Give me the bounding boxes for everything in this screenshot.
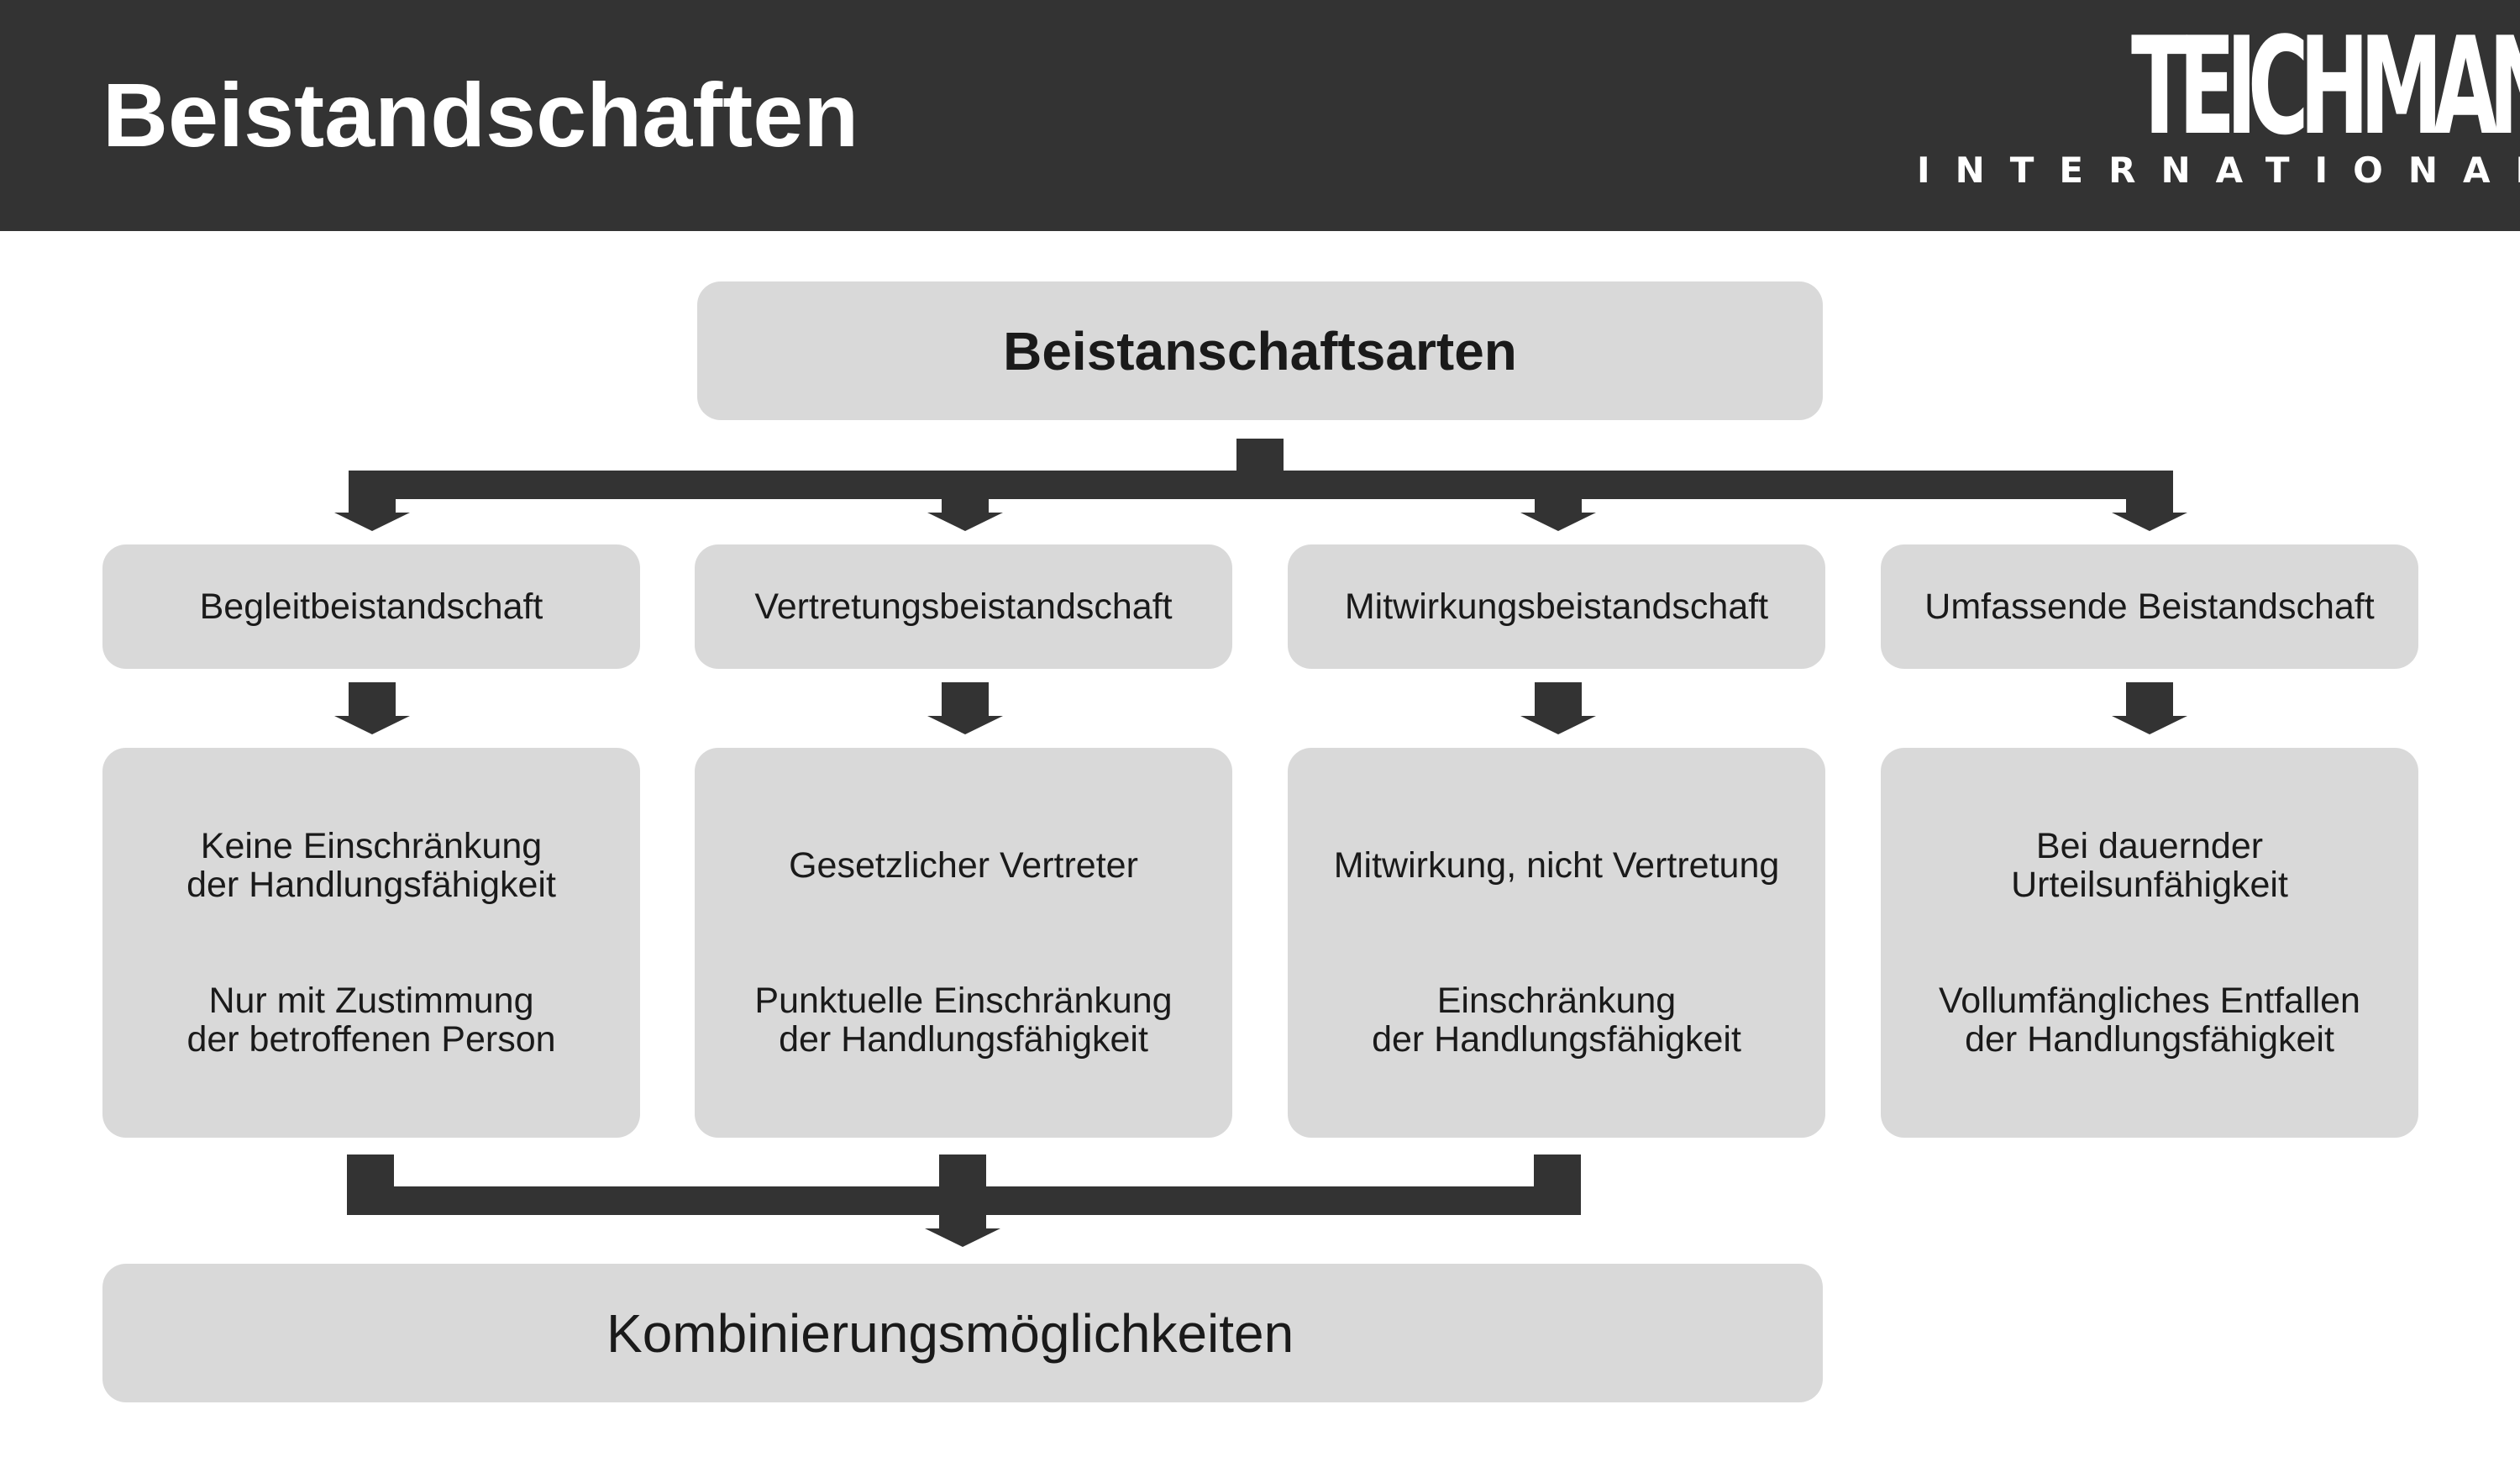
mid-arrow-1-stem xyxy=(349,682,396,718)
detail-text-primary: Gesetzlicher Vertreter xyxy=(789,845,1138,886)
detail-text-secondary: Nur mit Zustimmung der betroffenen Perso… xyxy=(186,981,556,1060)
mid-arrow-2-head xyxy=(927,716,1003,734)
detail-text-primary: Mitwirkung, nicht Vertretung xyxy=(1333,845,1780,886)
page-title: Beistandschaften xyxy=(102,64,859,166)
drop-4 xyxy=(2126,471,2173,514)
type-box-begleitbeistandschaft: Begleitbeistandschaft xyxy=(102,544,640,669)
arrow-head-4 xyxy=(2112,513,2187,531)
type-box-vertretungsbeistandschaft: Vertretungsbeistandschaft xyxy=(695,544,1232,669)
arrow-head-3 xyxy=(1520,513,1596,531)
combination-node: Kombinierungsmöglichkeiten xyxy=(102,1264,1823,1402)
detail-text-primary: Keine Einschränkung der Handlungsfähigke… xyxy=(186,826,556,905)
root-node: Beistanschaftsarten xyxy=(697,281,1823,420)
detail-box-mitwirkungsbeistandschaft: Mitwirkung, nicht Vertretung Einschränku… xyxy=(1288,748,1825,1138)
teichmann-logo: TEICHMANN INTERNATIONAL xyxy=(1917,8,2520,192)
drop-3 xyxy=(1535,471,1582,514)
detail-text-secondary: Einschränkung der Handlungsfähigkeit xyxy=(1372,981,1741,1060)
arrow-head-1 xyxy=(334,513,410,531)
detail-box-umfassende-beistandschaft: Bei dauernder Urteilsunfähigkeit Vollumf… xyxy=(1881,748,2418,1138)
mid-arrow-3-stem xyxy=(1535,682,1582,718)
arrow-head-2 xyxy=(927,513,1003,531)
mid-arrow-4-stem xyxy=(2126,682,2173,718)
mid-arrow-2-stem xyxy=(942,682,989,718)
type-box-mitwirkungsbeistandschaft: Mitwirkungsbeistandschaft xyxy=(1288,544,1825,669)
detail-text-secondary: Vollumfängliches Entfallen der Handlungs… xyxy=(1939,981,2360,1060)
mid-arrow-3-head xyxy=(1520,716,1596,734)
root-stem xyxy=(1236,439,1284,472)
logo-subline: INTERNATIONAL xyxy=(1917,150,2520,191)
detail-text-secondary: Punktuelle Einschränkung der Handlungsfä… xyxy=(754,981,1173,1060)
bottom-center-stem xyxy=(939,1155,986,1230)
detail-box-vertretungsbeistandschaft: Gesetzlicher Vertreter Punktuelle Einsch… xyxy=(695,748,1232,1138)
logo-wordmark: TEICHMANN xyxy=(2131,8,2520,165)
bottom-arrow-head xyxy=(925,1228,1000,1247)
detail-text-primary: Bei dauernder Urteilsunfähigkeit xyxy=(2011,826,2288,905)
detail-box-begleitbeistandschaft: Keine Einschränkung der Handlungsfähigke… xyxy=(102,748,640,1138)
mid-arrow-4-head xyxy=(2112,716,2187,734)
drop-2 xyxy=(942,471,989,514)
type-box-umfassende-beistandschaft: Umfassende Beistandschaft xyxy=(1881,544,2418,669)
mid-arrow-1-head xyxy=(334,716,410,734)
top-horizontal-bar xyxy=(349,471,2173,499)
drop-1 xyxy=(349,471,396,514)
header-bar: Beistandschaften TEICHMANN INTERNATIONAL xyxy=(0,0,2520,231)
